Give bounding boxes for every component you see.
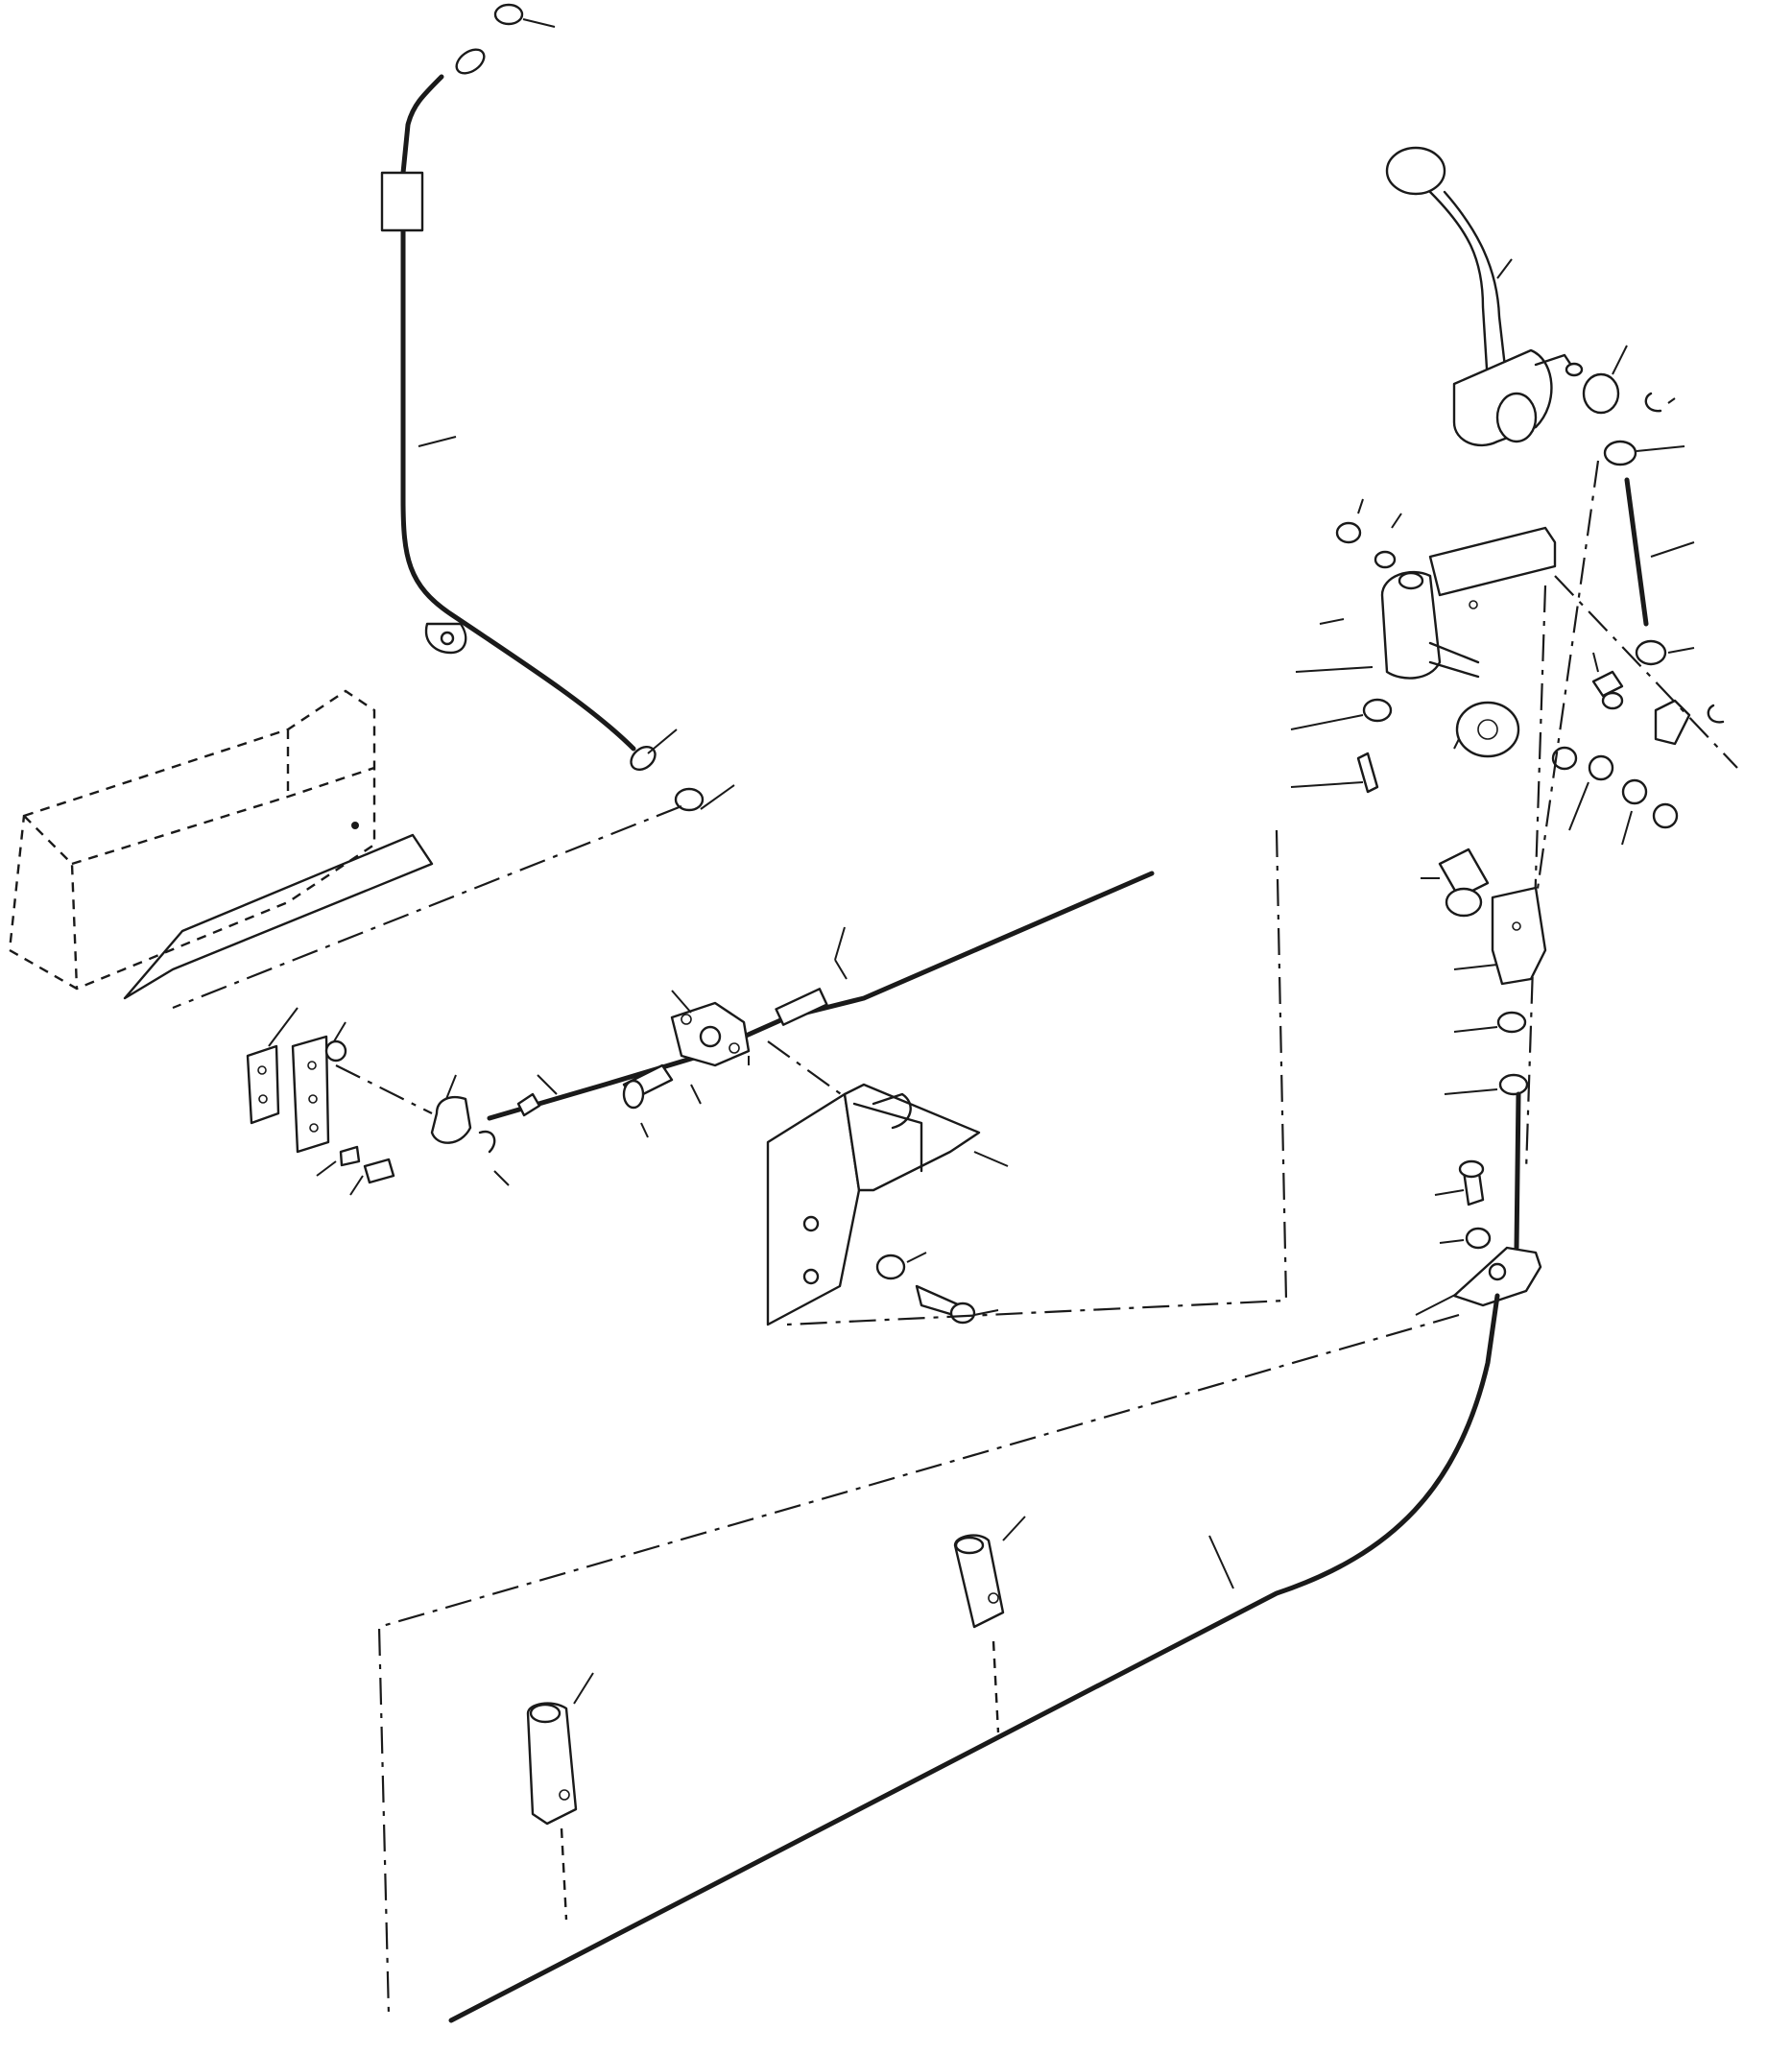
ball-joint-socket [430,1095,472,1144]
link-rod-end [1654,699,1691,746]
lever-hub-bore [1495,392,1538,443]
center-push-pull-cable [487,871,1155,1138]
cable-clip-left [526,1702,578,1826]
set-screw-nut [1335,521,1362,544]
nut-a [1621,778,1648,805]
clevis-pin-right [1438,848,1490,899]
upper-left-control-cable [172,3,735,1010]
cable-adjust-nut [1498,1073,1529,1096]
shift-knob [1385,146,1446,196]
shaft-bolt [1356,752,1379,794]
lower-cable-clips [526,1516,1026,1921]
mount-plate-right [291,1035,330,1154]
center-l-bracket [766,1083,1009,1326]
link-rod-nut-top [1603,440,1637,466]
bracket-hole-lower [802,1268,820,1285]
cable-mount-flange [670,1001,751,1067]
shaft-collar [1380,570,1442,680]
left-bracket-group [246,1007,510,1196]
shaft-seal-plate [1455,701,1520,758]
cable-mount-flange-right [1452,1246,1542,1307]
right-link-rod [1603,440,1725,746]
cable-end-eyelet [455,48,486,75]
l-bracket-vertical-plate [766,1092,861,1326]
cable-mount-bracket [424,622,467,655]
small-washer [339,1145,361,1167]
clevis-pin [622,1079,645,1110]
nut-b [1652,802,1679,829]
link-rod-nut-bottom [1635,639,1667,666]
center-dash-frame [786,829,1288,1326]
shift-shaft-group [1290,498,1738,846]
bracket-hole-upper [802,1215,820,1232]
lever-ball-joint [1582,372,1620,415]
cable-end-fitting [516,1092,541,1117]
washer-b [1588,754,1614,781]
mount-plate-left [246,1044,280,1125]
lower-dash-frame [377,1313,1460,2017]
small-bolt [363,1158,395,1184]
right-cable-assembly [448,460,1600,2023]
bracket-bolt-head [949,1302,976,1325]
cable-lower-nut [674,787,705,812]
washer-a [1551,746,1578,771]
clevis-lock-nut [1496,1011,1527,1034]
l-bracket-horizontal-plate [843,1083,981,1192]
shift-arm [1428,526,1557,597]
shaft-bushing [1362,698,1393,723]
cable-clamp-block [380,171,424,232]
engine-housing-outline [8,689,434,1000]
cable-end-nut [493,3,524,26]
bracket-washer [875,1254,906,1280]
cable-ferrule [775,988,828,1026]
shift-lever-assembly [1385,146,1676,447]
right-clevis [1491,886,1547,986]
